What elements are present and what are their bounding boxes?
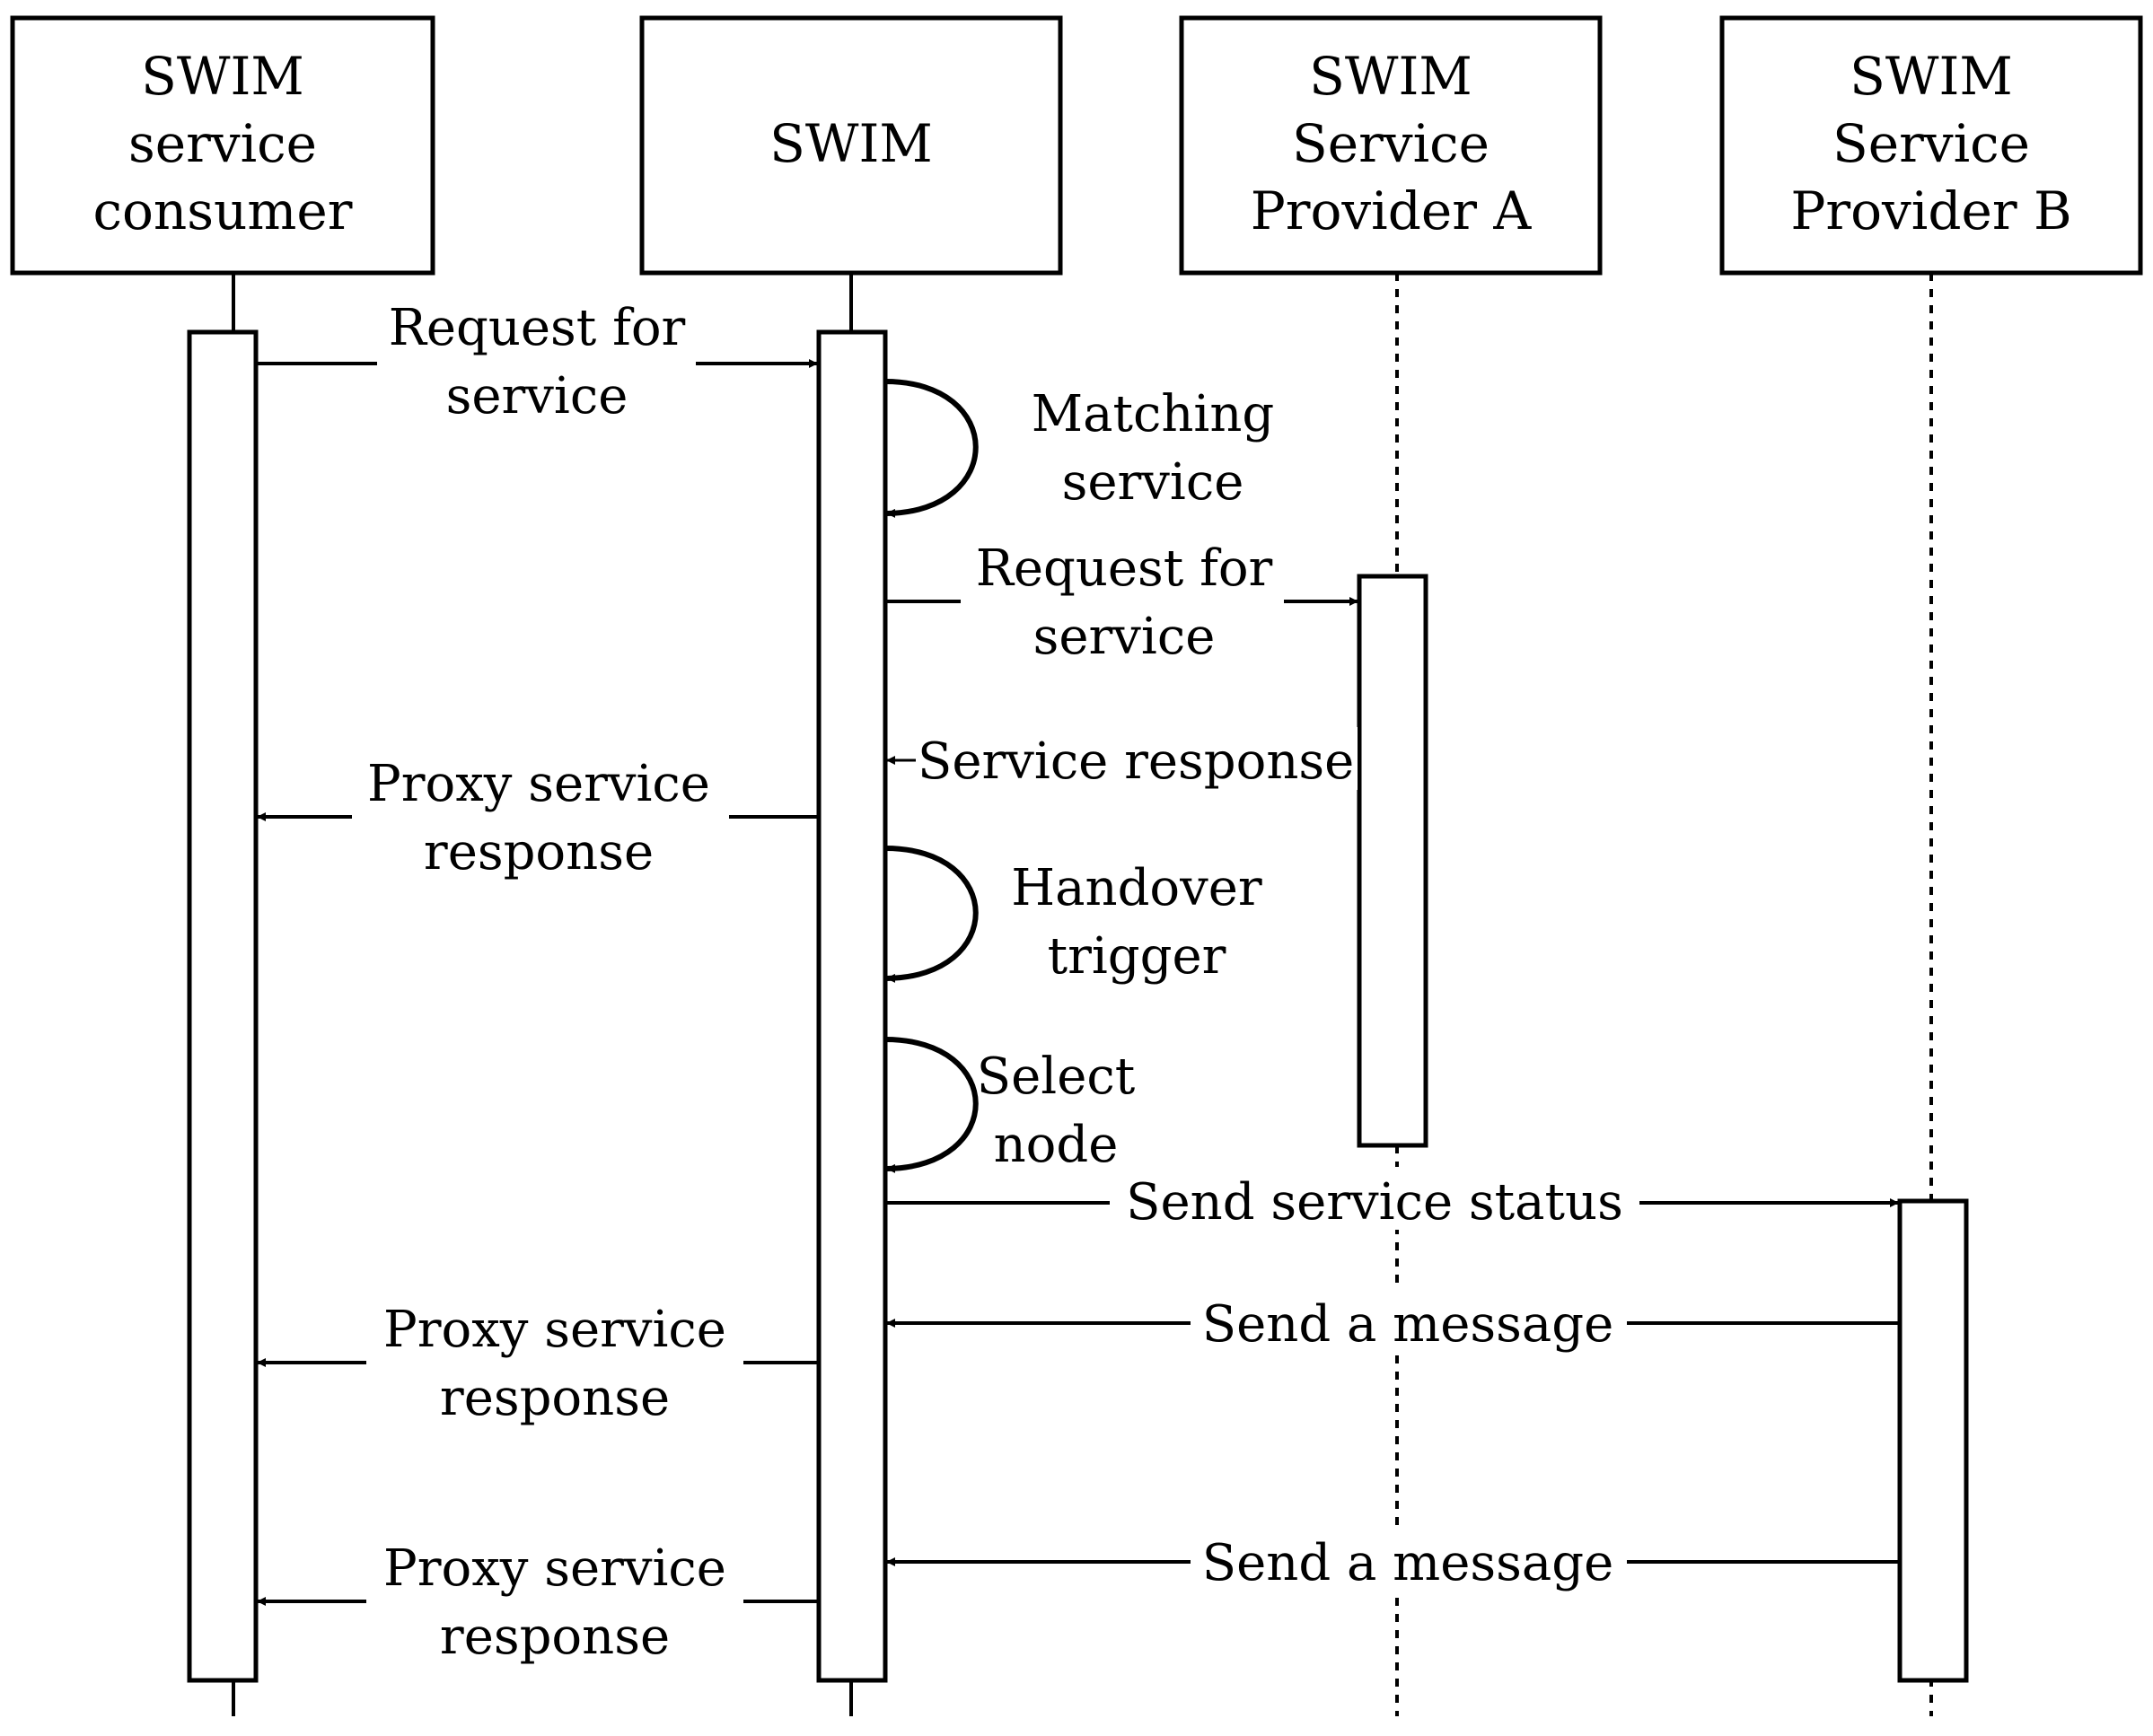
message-send-service-status: Send service status — [885, 1167, 1899, 1232]
participant-label-line: SWIM — [1850, 46, 2013, 107]
label-background — [352, 752, 729, 880]
message-matching-service: Matching service — [884, 379, 1274, 518]
label-background — [1191, 1289, 1627, 1352]
message-label-line: service — [1033, 608, 1216, 666]
participant-provider-a: SWIM Service Provider A — [1179, 15, 1603, 276]
label-background — [377, 298, 696, 424]
participant-box — [1719, 15, 2143, 276]
message-proxy-service-response-2: Proxy service response — [257, 1298, 819, 1427]
message-proxy-service-response-3: Proxy service response — [257, 1537, 819, 1666]
participant-label-line: service — [128, 113, 317, 174]
message-label-line: response — [440, 1608, 670, 1666]
message-label-line: response — [424, 823, 654, 881]
message-handover-trigger: Handover trigger — [884, 846, 1262, 986]
message-label-line: Send a message — [1202, 1295, 1614, 1354]
message-label-line: Request for — [976, 539, 1273, 598]
participant-label-line: SWIM — [1309, 46, 1472, 107]
message-label-line: Proxy service — [367, 755, 710, 813]
self-loop-arrow — [884, 846, 979, 983]
message-label-line: node — [994, 1116, 1119, 1174]
message-label-line: Matching — [1032, 385, 1274, 443]
label-background — [916, 727, 1358, 790]
participant-swim: SWIM — [639, 15, 1063, 276]
participant-label-line: Provider A — [1251, 180, 1533, 241]
label-background — [366, 1537, 743, 1664]
participant-label-line: SWIM — [769, 113, 933, 174]
label-background — [1110, 1167, 1639, 1230]
participant-label-line: Provider B — [1790, 180, 2071, 241]
participant-box — [10, 15, 435, 276]
message-label-line: service — [446, 367, 628, 425]
message-label-line: trigger — [1048, 927, 1226, 986]
message-label-line: Proxy service — [383, 1539, 726, 1598]
message-request-for-service-1: Request for service — [256, 298, 818, 425]
message-proxy-service-response-1: Proxy service response — [257, 752, 819, 881]
participant-label-line: consumer — [93, 180, 353, 241]
label-background — [961, 539, 1284, 664]
message-service-response: Service response — [886, 727, 1359, 791]
self-loop-arrow — [884, 379, 979, 518]
message-label-line: Handover — [1011, 859, 1262, 917]
self-loop-arrow — [884, 1037, 979, 1173]
activation-consumer — [187, 329, 259, 1683]
activation-provider-a — [1357, 574, 1428, 1148]
message-request-for-service-2: Request for service — [885, 539, 1358, 666]
message-select-node: Select node — [884, 1037, 1136, 1174]
participant-box — [1179, 15, 1603, 276]
activation-swim — [816, 329, 888, 1683]
message-label-line: Send service status — [1126, 1173, 1623, 1232]
message-label-line: Select — [977, 1048, 1136, 1106]
message-label-line: response — [440, 1369, 670, 1427]
message-label-line: Request for — [389, 299, 686, 357]
message-send-a-message-2: Send a message — [886, 1528, 1900, 1592]
message-label-line: Proxy service — [383, 1301, 726, 1359]
participant-label-line: Service — [1292, 113, 1490, 174]
participant-box — [639, 15, 1063, 276]
activation-provider-b — [1897, 1198, 1969, 1683]
participant-label-line: SWIM — [141, 46, 304, 107]
label-background — [366, 1298, 743, 1425]
message-label-line: Send a message — [1202, 1534, 1614, 1592]
message-label-line: service — [1062, 453, 1244, 512]
participant-consumer: SWIM service consumer — [10, 15, 435, 276]
label-background — [1191, 1528, 1627, 1591]
message-send-a-message-1: Send a message — [886, 1289, 1900, 1354]
participant-label-line: Service — [1832, 113, 2030, 174]
message-label-line: Service response — [918, 732, 1354, 791]
participant-provider-b: SWIM Service Provider B — [1719, 15, 2143, 276]
